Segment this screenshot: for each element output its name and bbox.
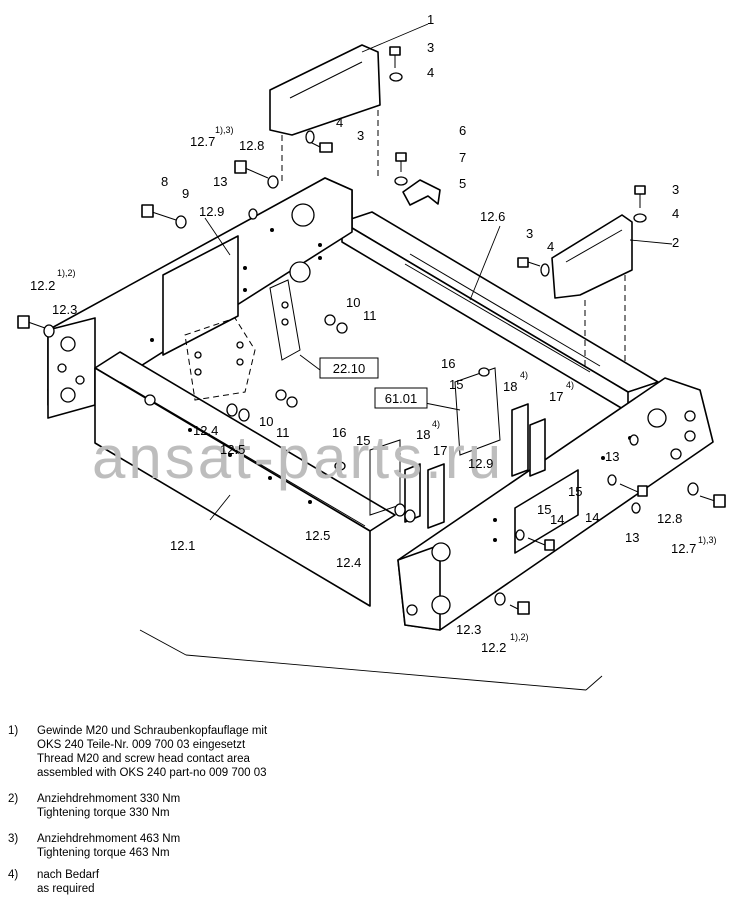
callout-labels: 1 3 4 4 3 12.7 1),3) 12.8 6 7 5 13 8 9 1… [30, 12, 717, 700]
footnote-4: 4) nach Bedarf as required [8, 868, 100, 896]
leader-lines [139, 23, 673, 691]
footnote-line: OKS 240 Teile-Nr. 009 700 03 eingesetzt [37, 739, 246, 751]
callout-4: 4 [336, 115, 343, 130]
footnote-line: Anziehdrehmoment 463 Nm [37, 833, 181, 845]
footnote-line: nach Bedarf [37, 869, 100, 881]
callout-12-1: 12.1 [170, 538, 195, 553]
callout-12-7: 12.7 [190, 134, 215, 149]
footnote-line: as required [37, 883, 95, 895]
callout-12-4: 12.4 [193, 423, 218, 438]
callout-2: 2 [672, 235, 679, 250]
callout-12-8: 12.8 [239, 138, 264, 153]
fasteners [17, 46, 726, 615]
cover-1 [269, 44, 381, 185]
ref-box-22-10: 22.10 [319, 357, 379, 379]
callout-12-9: 12.9 [199, 204, 224, 219]
callout-11: 11 [276, 425, 290, 440]
callout-3: 3 [672, 182, 679, 197]
callout-15: 15 [449, 377, 463, 392]
note-ref-12-2: 1),2) [57, 268, 76, 278]
left-side-plate-12-9 [47, 177, 353, 419]
callout-15: 15 [568, 484, 582, 499]
callout-12-6: 12.6 [480, 209, 505, 224]
callout-12-2: 12.2 [30, 278, 55, 293]
callout-12-2: 12.2 [481, 640, 506, 655]
callout-14: 14 [550, 512, 564, 527]
callout-16: 16 [441, 356, 455, 371]
callout-17: 17 [433, 443, 447, 458]
callout-16: 16 [332, 425, 346, 440]
callout-13: 13 [213, 174, 227, 189]
callout-12-7: 12.7 [671, 541, 696, 556]
rear-beam-12-6 [341, 211, 659, 413]
callout-10: 10 [346, 295, 360, 310]
front-beam-12-1 [94, 351, 396, 607]
callout-17: 17 [549, 389, 563, 404]
right-side-plate [397, 377, 714, 631]
footnote-line: Thread M20 and screw head contact area [37, 753, 250, 765]
callout-12-8: 12.8 [657, 511, 682, 526]
note-ref-18b: 4) [432, 419, 440, 429]
footnote-line: Gewinde M20 und Schraubenkopfauflage mit [37, 725, 268, 737]
callout-12-3: 12.3 [52, 302, 77, 317]
callout-13: 13 [625, 530, 639, 545]
callout-13: 13 [605, 449, 619, 464]
callout-4: 4 [547, 239, 554, 254]
callout-9: 9 [182, 186, 189, 201]
callout-11: 11 [363, 308, 377, 323]
callout-12-5: 12.5 [305, 528, 330, 543]
footnotes: 1) Gewinde M20 und Schraubenkopfauflage … [0, 720, 743, 904]
callout-4: 4 [427, 65, 434, 80]
callout-1: 1 [427, 12, 434, 27]
footnote-marker: 2) [8, 793, 19, 805]
callout-15: 15 [537, 502, 551, 517]
footnote-marker: 1) [8, 725, 19, 737]
callout-5: 5 [459, 176, 466, 191]
note-ref-12-7b: 1),3) [698, 535, 717, 545]
footnote-marker: 4) [8, 869, 19, 881]
callout-12-4: 12.4 [336, 555, 361, 570]
exploded-parts-diagram: 22.10 61.01 ansat-parts.ru 1 3 4 4 3 12.… [17, 12, 726, 700]
ref-box-61-01: 61.01 [374, 387, 428, 409]
note-ref-12-2b: 1),2) [510, 632, 529, 642]
footnote-1: 1) Gewinde M20 und Schraubenkopfauflage … [8, 724, 268, 780]
callout-3: 3 [427, 40, 434, 55]
callout-3: 3 [357, 128, 364, 143]
inner-bracket-61-01 [369, 367, 546, 529]
callout-18: 18 [416, 427, 430, 442]
footnote-2: 2) Anziehdrehmoment 330 Nm Tightening to… [8, 792, 181, 820]
callout-7: 7 [459, 150, 466, 165]
footnote-marker: 3) [8, 833, 19, 845]
note-ref-17: 4) [566, 380, 574, 390]
callout-12-9: 12.9 [468, 456, 493, 471]
note-ref-18: 4) [520, 370, 528, 380]
ref-label-61-01: 61.01 [385, 391, 418, 406]
bracket-22-10 [184, 279, 301, 401]
footnote-3: 3) Anziehdrehmoment 463 Nm Tightening to… [8, 832, 181, 860]
callout-10: 10 [259, 414, 273, 429]
callout-12-3: 12.3 [456, 622, 481, 637]
callout-3: 3 [526, 226, 533, 241]
ref-label-22-10: 22.10 [333, 361, 366, 376]
callout-12-5: 12.5 [220, 442, 245, 457]
footnote-line: Anziehdrehmoment 330 Nm [37, 793, 181, 805]
callout-6: 6 [459, 123, 466, 138]
cover-2 [551, 214, 633, 370]
callout-18: 18 [503, 379, 517, 394]
bracket-5 [402, 179, 441, 206]
callout-8: 8 [161, 174, 168, 189]
footnote-line: Tightening torque 463 Nm [37, 847, 170, 859]
callout-12: 12 [362, 698, 376, 700]
note-ref-12-7: 1),3) [215, 125, 234, 135]
callout-15: 15 [356, 433, 370, 448]
callout-14: 14 [585, 510, 599, 525]
callout-4: 4 [672, 206, 679, 221]
watermark: ansat-parts.ru [92, 424, 504, 491]
footnote-line: Tightening torque 330 Nm [37, 807, 170, 819]
footnote-line: assembled with OKS 240 part-no 009 700 0… [37, 767, 267, 779]
